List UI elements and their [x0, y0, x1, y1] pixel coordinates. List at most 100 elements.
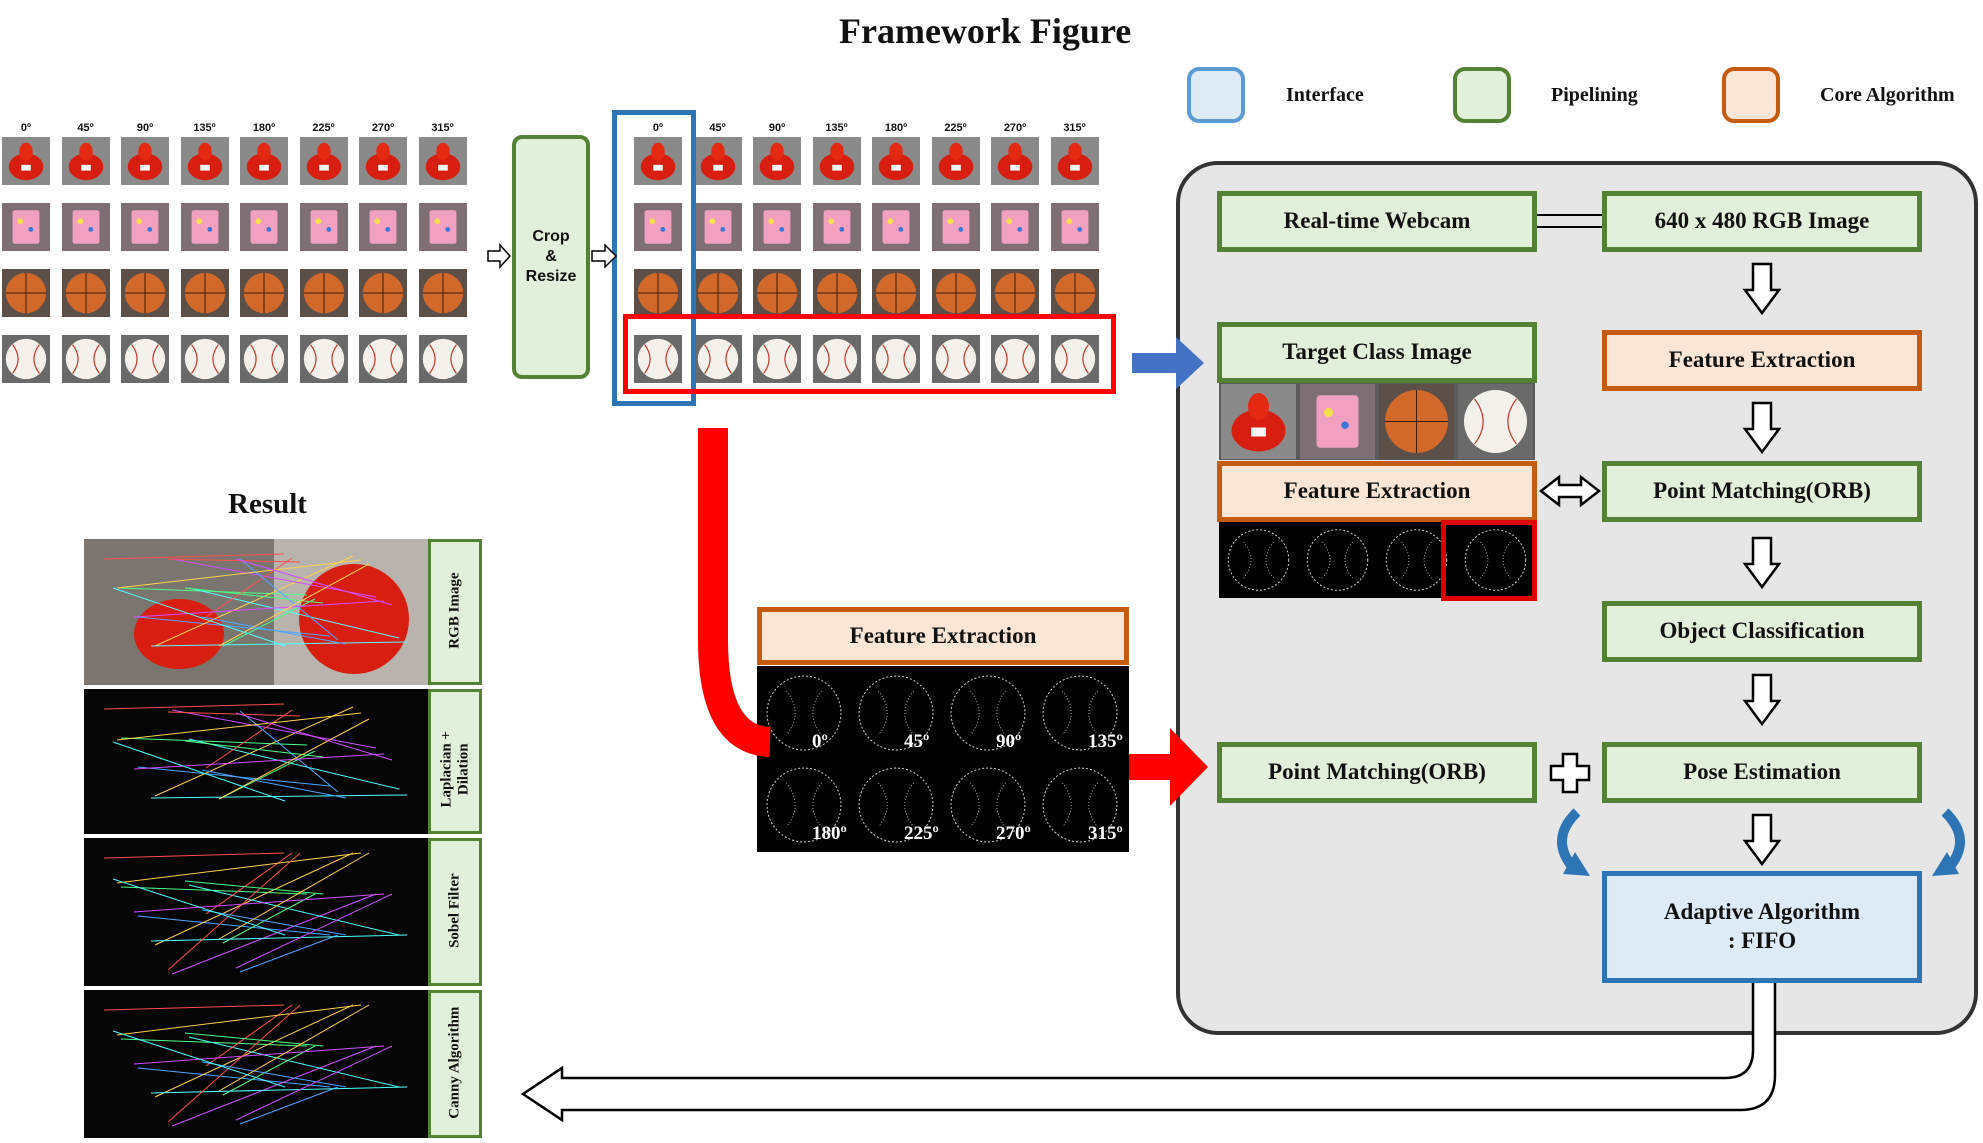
raw-thumbnail: [299, 137, 348, 185]
cropped-thumbnail: [634, 203, 682, 251]
crop-angle-label: 225º: [944, 122, 967, 134]
cropped-thumbnail: [634, 137, 682, 185]
feature-panel-angle-label: 0º: [812, 731, 828, 752]
cropped-thumbnail: [931, 137, 980, 185]
raw-thumbnail: [240, 335, 288, 383]
crop-angle-label: 180º: [884, 122, 908, 134]
raw-thumbnail: [359, 203, 407, 251]
raw-thumbnail: [299, 269, 348, 317]
raw-thumbnail: [359, 137, 407, 185]
cropped-thumbnail: [1050, 203, 1099, 251]
cropped-thumbnail: [693, 137, 742, 185]
feature-panel-thumbnail: [944, 669, 1032, 757]
cropped-thumbnail: [693, 269, 742, 317]
webcam-box: Real-time Webcam: [1217, 191, 1537, 252]
cropped-thumbnail: [931, 203, 980, 251]
cropped-thumbnail: [931, 335, 980, 383]
raw-thumbnail: [2, 137, 50, 185]
cropped-thumbnail: [693, 335, 742, 383]
legend-label-core-algorithm: Core Algorithm: [1820, 84, 1955, 106]
feature-panel-angle-label: 90º: [996, 731, 1022, 752]
cropped-thumbnail: [753, 269, 801, 317]
raw-angle-label: 225º: [312, 122, 335, 134]
target-class-thumbnail: [1458, 384, 1533, 459]
cropped-thumbnail: [1050, 335, 1099, 383]
result-title: Result: [228, 488, 307, 520]
feature-panel-thumbnail: [760, 761, 848, 849]
result-row-label-box: [428, 539, 482, 685]
cropped-thumbnail: [991, 335, 1039, 383]
raw-thumbnail: [418, 269, 467, 317]
feature-panel-thumbnail: [944, 761, 1032, 849]
feature-panel-angle-label: 225º: [904, 823, 939, 844]
crop-resize-box: Crop & Resize: [512, 135, 590, 379]
raw-thumbnail: [121, 269, 169, 317]
raw-thumbnail: [418, 335, 467, 383]
cropped-thumbnail: [991, 269, 1039, 317]
cropped-thumbnail: [1050, 137, 1099, 185]
raw-angle-label: 45º: [77, 122, 94, 134]
crop-angle-label: 90º: [768, 122, 786, 134]
feature-extraction-left-box: Feature Extraction: [1217, 461, 1537, 522]
raw-angle-label: 0º: [20, 122, 32, 134]
baseball-row-highlight-frame: [623, 314, 1116, 394]
result-image: [84, 990, 428, 1138]
raw-thumbnail: [299, 335, 348, 383]
cropped-thumbnail: [991, 137, 1039, 185]
feature-panel-thumbnail: [1036, 669, 1124, 757]
legend-swatch-pipelining: [1453, 67, 1511, 123]
cropped-thumbnail: [812, 269, 861, 317]
legend-swatch-core-algorithm: [1722, 67, 1780, 123]
raw-thumbnail: [61, 269, 110, 317]
target-class-thumbnail: [1379, 384, 1454, 459]
raw-thumbnail: [61, 203, 110, 251]
raw-angle-label: 90º: [136, 122, 154, 134]
point-matching-right-box: Point Matching(ORB): [1602, 461, 1922, 522]
crop-angle-label: 0º: [652, 122, 664, 134]
object-classification-box: Object Classification: [1602, 601, 1922, 662]
feature-panel-thumbnail: [852, 669, 940, 757]
cropped-thumbnail: [634, 335, 682, 383]
cropped-thumbnail: [872, 269, 920, 317]
crop-angle-label: 315º: [1063, 122, 1086, 134]
cropped-thumbnail: [812, 203, 861, 251]
feature-strip-thumbnail: [1221, 524, 1296, 596]
cropped-thumbnail: [693, 203, 742, 251]
raw-thumbnail: [61, 335, 110, 383]
feature-panel-angle-label: 270º: [996, 823, 1031, 844]
raw-thumbnail: [2, 203, 50, 251]
feature-panel-thumbnail: [760, 669, 848, 757]
cropped-thumbnail: [872, 335, 920, 383]
raw-thumbnail: [2, 269, 50, 317]
result-row-label: Canny Algorithm: [446, 1006, 463, 1119]
result-row-label: Laplacian + Dilation: [437, 730, 471, 807]
raw-thumbnail: [61, 137, 110, 185]
raw-thumbnail: [180, 335, 229, 383]
result-row-label: Sobel Filter: [446, 873, 463, 948]
cropped-thumbnail: [812, 335, 861, 383]
crop-angle-label: 45º: [709, 122, 726, 134]
raw-thumbnail: [180, 203, 229, 251]
raw-thumbnail: [418, 137, 467, 185]
raw-thumbnail: [2, 335, 50, 383]
result-row-label-box: [428, 689, 482, 834]
feature-panel-thumbnail: [1036, 761, 1124, 849]
feature-panel-angle-label: 135º: [1088, 731, 1123, 752]
arrow-to-crop: [487, 243, 512, 269]
cropped-thumbnail: [634, 269, 682, 317]
cropped-thumbnail: [753, 203, 801, 251]
result-image: [84, 539, 428, 685]
page-title: Framework Figure: [839, 11, 1132, 51]
raw-thumbnail: [240, 269, 288, 317]
raw-thumbnail: [121, 203, 169, 251]
pose-estimation-box: Pose Estimation: [1602, 742, 1922, 803]
result-image: [84, 689, 428, 834]
raw-thumbnail: [180, 137, 229, 185]
result-row-label-box: [428, 838, 482, 986]
raw-angle-label: 270º: [371, 122, 395, 134]
feature-extraction-right-box: Feature Extraction: [1602, 330, 1922, 391]
raw-thumbnail: [299, 203, 348, 251]
selected-feature-frame: [1441, 520, 1537, 601]
raw-thumbnail: [240, 203, 288, 251]
rgb-image-box: 640 x 480 RGB Image: [1602, 191, 1922, 252]
